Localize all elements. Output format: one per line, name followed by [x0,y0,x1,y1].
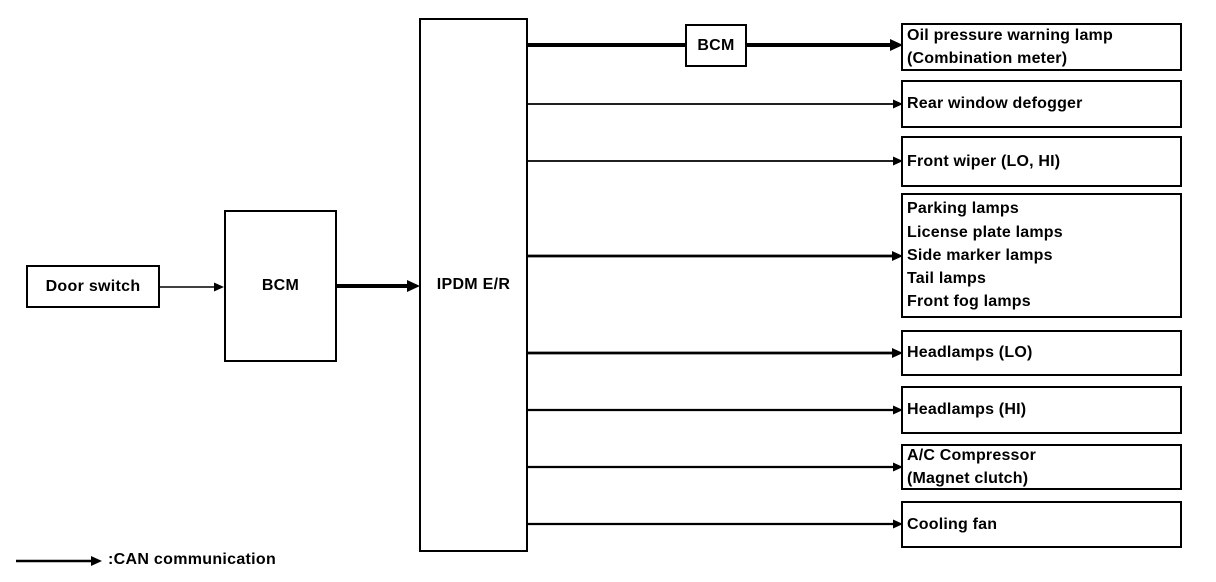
arrow-ipdm-to-rear-window-defogger [528,99,903,109]
arrow-ipdm-to-front-wiper [528,156,903,166]
output-label: Cooling fan [907,515,998,533]
output-box-ac-compressor: A/C Compressor (Magnet clutch) [901,444,1182,490]
arrow-door-switch-to-bcm [160,282,224,292]
can-arrow-bcm-relay-to-oil-pressure-lamp [747,39,903,51]
output-box-exterior-lamps: Parking lamps License plate lamps Side m… [901,193,1182,318]
arrow-ipdm-to-headlamps-hi [528,405,903,415]
output-label: Side marker lamps [907,246,1053,264]
node-bcm-main-label: BCM [261,277,300,294]
output-label: Oil pressure warning lamp [907,26,1113,44]
output-label: Tail lamps [907,270,987,288]
output-box-headlamps-hi: Headlamps (HI) [901,386,1182,434]
node-bcm-main: BCM [224,210,337,362]
output-box-cooling-fan: Cooling fan [901,501,1182,548]
arrow-ipdm-to-parking-lamps [528,251,903,261]
node-door-switch: Door switch [26,265,160,308]
can-legend-arrow-icon [16,556,102,566]
output-box-front-wiper: Front wiper (LO, HI) [901,136,1182,187]
output-box-headlamps-lo: Headlamps (LO) [901,330,1182,376]
output-box-oil-pressure-warning-lamp: Oil pressure warning lamp (Combination m… [901,23,1182,71]
output-label: License plate lamps [907,223,1063,241]
node-bcm-relay: BCM [685,24,747,67]
output-label: Front fog lamps [907,293,1031,311]
output-label: (Combination meter) [907,50,1068,67]
node-ipdm-er-label: IPDM E/R [436,276,511,293]
node-ipdm-er: IPDM E/R [419,18,528,552]
output-label: Rear window defogger [907,95,1083,113]
output-label: Parking lamps [907,200,1019,218]
arrow-ipdm-to-headlamps-lo [528,348,903,358]
arrow-ipdm-to-ac-compressor [528,462,903,472]
output-box-rear-window-defogger: Rear window defogger [901,80,1182,128]
output-label: Headlamps (HI) [907,401,1027,419]
can-communication-legend-label: :CAN communication [108,551,277,568]
node-door-switch-label: Door switch [45,277,141,295]
node-bcm-relay-label: BCM [697,36,735,54]
output-label: Headlamps (LO) [907,344,1033,362]
output-label: (Magnet clutch) [907,470,1029,487]
output-label: A/C Compressor [907,446,1037,464]
output-label: Front wiper (LO, HI) [907,152,1061,170]
arrow-ipdm-to-cooling-fan [528,519,903,529]
can-arrow-bcm-to-ipdm [337,280,420,292]
